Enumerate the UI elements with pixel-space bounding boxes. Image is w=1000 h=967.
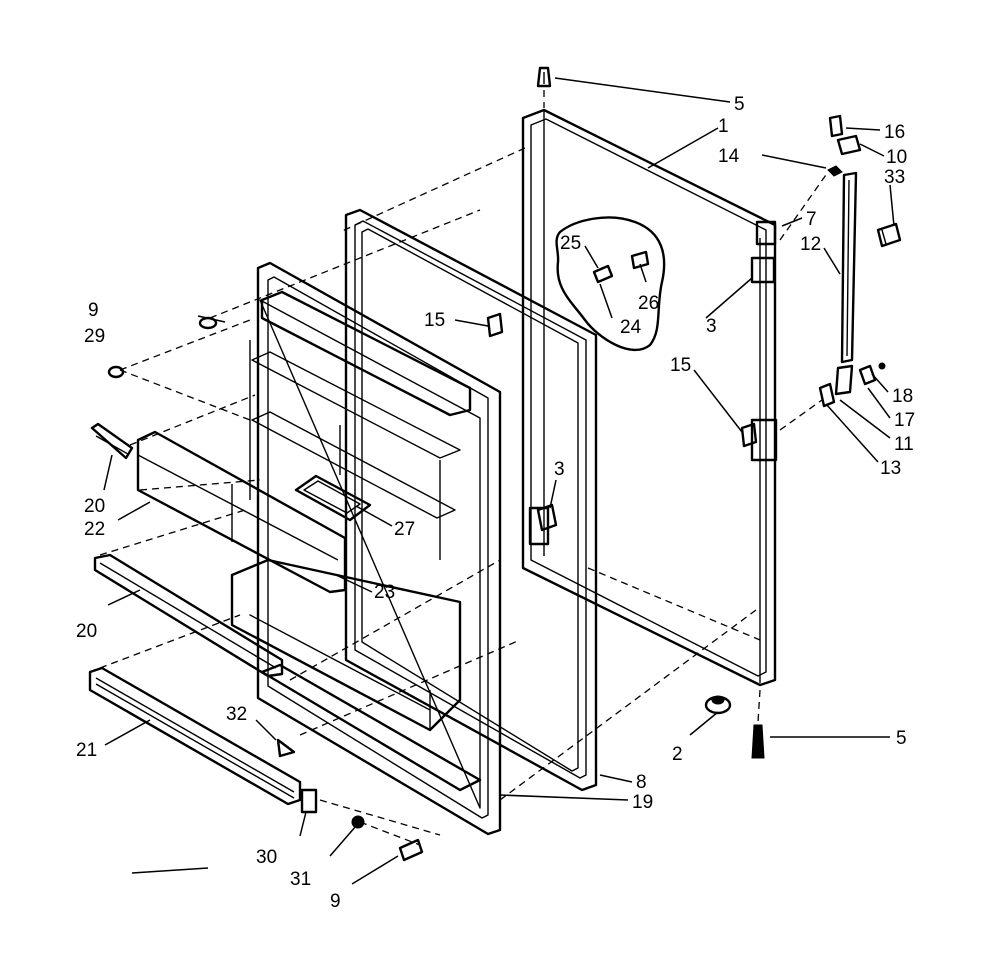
plug-29 — [107, 365, 125, 379]
callout-27: 27 — [394, 519, 415, 540]
leader-lines — [103, 77, 895, 885]
callout-2: 2 — [672, 744, 683, 765]
inner-door-liner — [230, 261, 502, 836]
pin-15-right — [740, 422, 758, 448]
callout-18: 18 — [892, 386, 913, 407]
shelf-front-22 — [136, 430, 347, 594]
callout-10: 10 — [886, 147, 907, 168]
callout-8: 8 — [636, 772, 647, 793]
callout-11: 11 — [894, 434, 914, 455]
hinge-block-3 — [536, 503, 558, 532]
callout-23: 23 — [374, 582, 395, 603]
callout-12: 12 — [800, 234, 821, 255]
callout-3-left: 3 — [554, 459, 565, 480]
bracket-33 — [876, 222, 902, 248]
callout-14: 14 — [718, 146, 740, 167]
callout-22: 22 — [84, 519, 105, 540]
assembly-lines — [99, 90, 829, 846]
callout-7: 7 — [806, 209, 817, 230]
cutaway-parts — [592, 250, 650, 284]
callout-15-left: 15 — [424, 310, 445, 331]
callout-16: 16 — [884, 122, 905, 143]
callout-21: 21 — [76, 740, 97, 761]
callout-19: 19 — [632, 792, 653, 813]
callout-26: 26 — [638, 293, 659, 314]
callout-20-top: 20 — [84, 496, 105, 517]
door-gasket — [344, 208, 598, 792]
screw-5-bottom — [751, 724, 765, 759]
hinge-bottom-parts — [818, 362, 886, 408]
callout-5-top: 5 — [734, 94, 745, 115]
hinge-screw-16 — [828, 114, 844, 138]
hinge-pin-rod — [834, 171, 858, 396]
callout-25: 25 — [560, 233, 581, 254]
callout-13: 13 — [880, 458, 901, 479]
clip-32 — [276, 738, 296, 758]
foot-2 — [704, 695, 732, 715]
callout-33: 33 — [884, 167, 905, 188]
callout-20-mid: 20 — [76, 621, 97, 642]
callout-29: 29 — [84, 326, 105, 347]
hinge-top-10 — [836, 134, 862, 156]
callout-30: 30 — [256, 847, 277, 868]
bin-front-21 — [88, 666, 302, 806]
cutaway-view — [555, 216, 666, 352]
callout-1: 1 — [718, 116, 729, 137]
callout-9-bottom: 9 — [330, 891, 341, 912]
callout-31: 31 — [290, 869, 311, 890]
callout-15-right: 15 — [670, 355, 691, 376]
outer-door-panel — [521, 108, 778, 687]
callout-labels: 5 1 16 14 10 33 7 12 25 26 24 3 9 29 15 … — [76, 94, 915, 912]
callout-24: 24 — [620, 317, 642, 338]
washer-14 — [827, 165, 843, 177]
callout-9-top: 9 — [88, 300, 99, 321]
callout-17: 17 — [894, 410, 915, 431]
shelf-rail-mid — [93, 553, 284, 678]
nut-31 — [351, 815, 365, 829]
shelf-rail-upper — [90, 422, 134, 460]
callout-32: 32 — [226, 704, 247, 725]
screw-5-top — [536, 66, 552, 88]
bracket-30 — [300, 788, 318, 814]
plug-9-bottom — [398, 838, 424, 862]
callout-5-bottom: 5 — [896, 728, 907, 749]
callout-3-right: 3 — [706, 316, 717, 337]
pin-15-left — [486, 312, 504, 338]
